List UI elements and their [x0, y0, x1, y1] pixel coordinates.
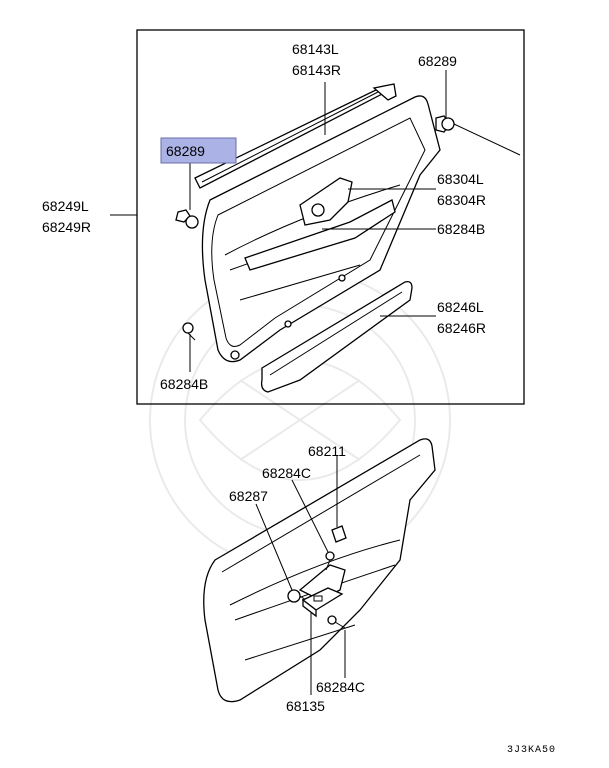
callout-68143l[interactable]: 68143L	[292, 41, 339, 57]
callout-68287[interactable]: 68287	[229, 488, 268, 504]
upper-group-frame	[136, 29, 525, 405]
switch-panel-68135[interactable]	[301, 587, 344, 618]
callout-68246l[interactable]: 68246L	[437, 299, 484, 315]
callout-68289-highlighted[interactable]: 68289	[166, 143, 205, 159]
callout-68304l[interactable]: 68304L	[437, 171, 484, 187]
lower-callouts: 68211 68284C 68287 68284C 68135	[229, 443, 365, 714]
callout-68284c-lower[interactable]: 68284C	[316, 679, 365, 695]
diagram-code: 3J3KA50	[507, 745, 556, 756]
clip-68289-left[interactable]	[175, 209, 199, 229]
upper-leaders	[189, 70, 447, 372]
pocket-cover-part[interactable]	[260, 280, 413, 393]
weatherstrip-part[interactable]	[194, 83, 397, 189]
callout-68135[interactable]: 68135	[286, 698, 325, 714]
callout-68249r[interactable]: 68249R	[42, 219, 91, 235]
clip-68289-right[interactable]	[435, 115, 521, 156]
callout-68211[interactable]: 68211	[308, 443, 346, 459]
door-trim-panel-upper[interactable]	[201, 95, 441, 363]
screw-68284b-lower[interactable]	[182, 322, 196, 341]
callout-68284b-lower[interactable]: 68284B	[160, 376, 208, 392]
screw-68284c-lower[interactable]	[327, 615, 346, 629]
clip-68211[interactable]	[331, 525, 347, 543]
lower-leaders	[255, 456, 346, 695]
callout-68249l[interactable]: 68249L	[42, 198, 89, 214]
callout-68289-right[interactable]: 68289	[418, 53, 457, 69]
callout-68143r[interactable]: 68143R	[292, 62, 341, 78]
callout-68246r[interactable]: 68246R	[437, 320, 486, 336]
screw-68284c-upper[interactable]	[325, 551, 335, 571]
upper-callouts: 68143L 68143R 68289 68289 68304L 68304R …	[42, 41, 486, 392]
callout-68284c-upper[interactable]: 68284C	[262, 465, 311, 481]
callout-68304r[interactable]: 68304R	[437, 192, 486, 208]
callout-68284b-upper[interactable]: 68284B	[437, 221, 485, 237]
highlight-box	[160, 137, 237, 164]
